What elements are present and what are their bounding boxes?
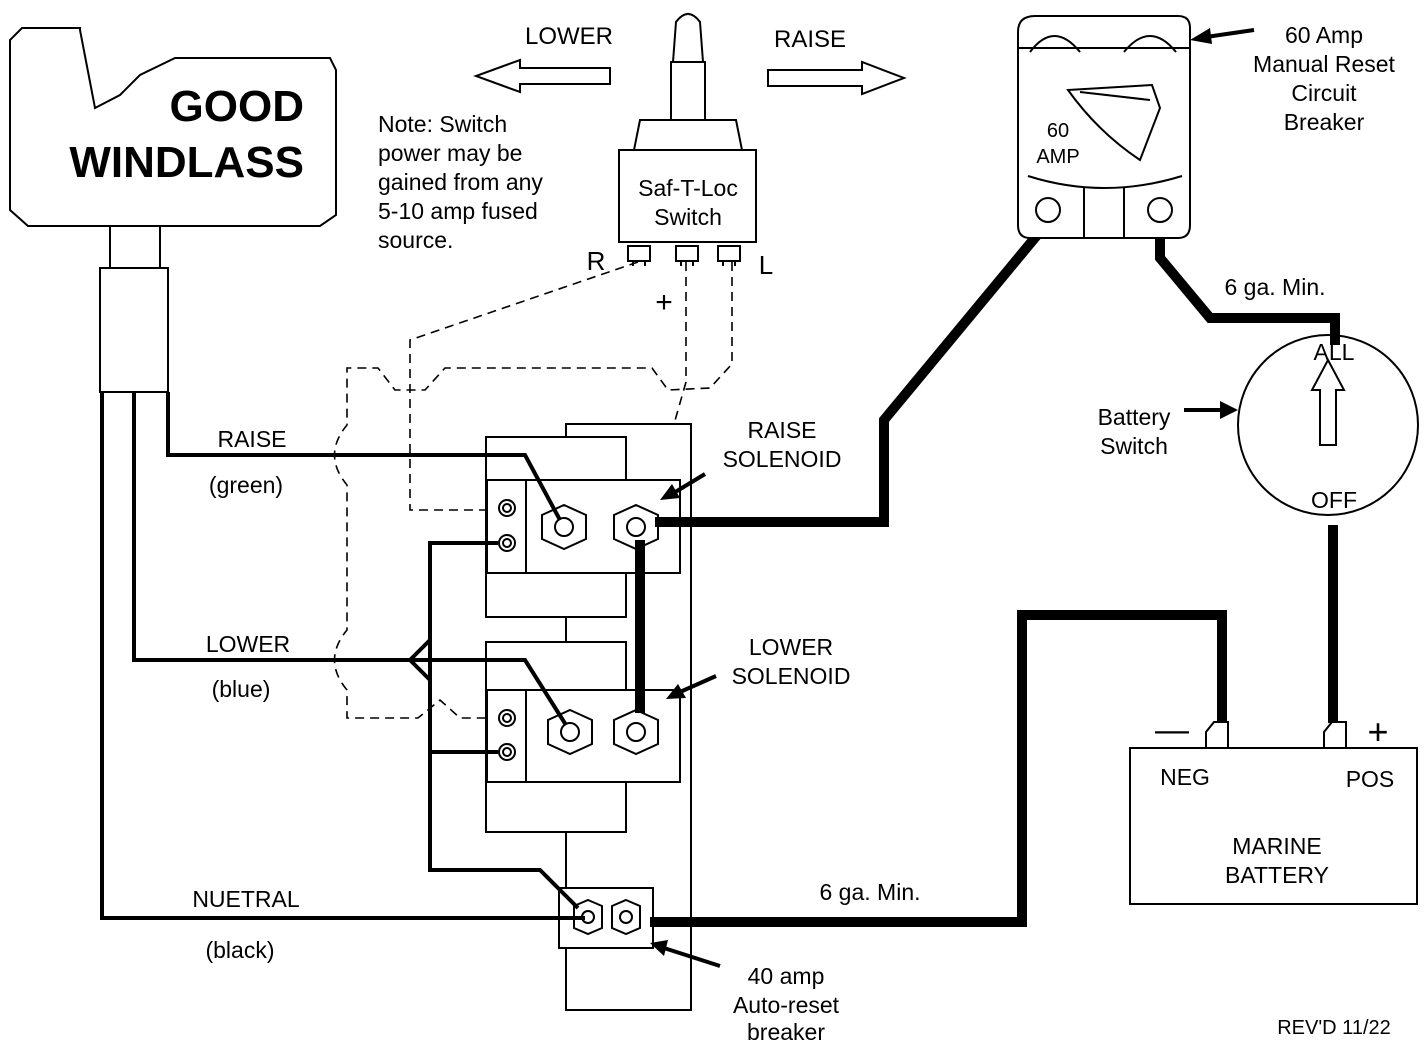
note-line-2: power may be <box>378 140 522 166</box>
note-line-4: 5-10 amp fused <box>378 198 538 224</box>
raise-solenoid-label-line1: RAISE <box>747 417 816 443</box>
breaker60-label-line3: Circuit <box>1291 80 1357 106</box>
power-cables <box>635 214 1340 927</box>
battery-name-line2: BATTERY <box>1225 862 1329 888</box>
battery-pos-sign: + <box>1367 711 1388 752</box>
breaker60-label-line4: Breaker <box>1284 109 1365 135</box>
lower-solenoid-label-line1: LOWER <box>749 634 833 660</box>
breaker40-label-line2: Auto-reset <box>733 992 840 1018</box>
breaker60-label-line2: Manual Reset <box>1253 51 1396 77</box>
solenoid-assembly <box>485 423 692 1011</box>
battery-switch-label-line1: Battery <box>1098 404 1171 430</box>
switch-terminal-r-label: R <box>587 246 606 276</box>
battery-switch: ALL OFF <box>1237 334 1419 516</box>
breaker40-label-line1: 40 amp <box>748 963 825 989</box>
neutral-wire-color: (black) <box>205 937 274 963</box>
battery-switch-label-line2: Switch <box>1100 433 1168 459</box>
windlass-motor: GOOD WINDLASS <box>9 27 337 393</box>
lower-arrow <box>473 58 611 94</box>
battery-switch-callout: Battery Switch <box>1098 401 1238 459</box>
raise-arrow <box>767 60 907 96</box>
switch-terminal-plus-label: + <box>655 286 673 319</box>
lower-wire-color: (blue) <box>212 676 271 702</box>
battery-switch-off: OFF <box>1311 487 1357 513</box>
raise-solenoid-label-line2: SOLENOID <box>723 446 842 472</box>
switch-name-line1: Saf-T-Loc <box>638 175 738 201</box>
raise-direction-label: RAISE <box>774 26 846 53</box>
breaker60-face-line2: AMP <box>1036 146 1079 168</box>
wire-gauge-top-label: 6 ga. Min. <box>1225 274 1326 300</box>
lower-solenoid-label-line2: SOLENOID <box>732 663 851 689</box>
windlass-title-line2: WINDLASS <box>69 138 304 187</box>
switch-name-line2: Switch <box>654 204 722 230</box>
raise-wire-label: RAISE <box>217 426 286 452</box>
raise-wire-color: (green) <box>209 472 283 498</box>
breaker40-label-line3: breaker <box>747 1019 825 1042</box>
note-line-3: gained from any <box>378 169 543 195</box>
raise-solenoid-small-terminals <box>498 499 516 552</box>
lower-solenoid-small-terminals <box>498 709 516 761</box>
lower-solenoid-left-post <box>547 708 593 756</box>
breaker60-label-line1: 60 Amp <box>1285 22 1363 48</box>
lower-wire-label: LOWER <box>206 631 290 657</box>
marine-battery: NEG POS MARINE BATTERY <box>1129 721 1418 905</box>
neutral-wire-label: NUETRAL <box>192 886 300 912</box>
saf-t-loc-switch: Saf-T-Loc Switch <box>618 13 757 266</box>
raise-solenoid-callout: RAISE SOLENOID <box>660 417 841 500</box>
battery-switch-all: ALL <box>1314 339 1355 365</box>
wire-gauge-bottom-label: 6 ga. Min. <box>820 879 921 905</box>
breaker60-callout: 60 Amp Manual Reset Circuit Breaker <box>1190 22 1396 135</box>
breaker40-callout: 40 amp Auto-reset breaker <box>650 940 840 1042</box>
switch-terminal-l-label: L <box>759 250 773 280</box>
switch-terminal-r <box>627 245 651 266</box>
battery-neg-label: NEG <box>1160 764 1210 790</box>
lower-solenoid-right-post <box>613 708 659 756</box>
note-line-5: source. <box>378 227 453 253</box>
note-line-1: Note: Switch <box>378 111 507 137</box>
switch-power-note: Note: Switch power may be gained from an… <box>378 111 543 253</box>
60-amp-circuit-breaker: 60 AMP <box>1017 15 1191 239</box>
lower-solenoid-callout: LOWER SOLENOID <box>666 634 850 699</box>
battery-pos-label: POS <box>1346 766 1395 792</box>
lower-direction-label: LOWER <box>525 23 613 50</box>
switch-terminal-l <box>717 245 741 266</box>
revision-label: REV'D 11/22 <box>1277 1017 1391 1039</box>
raise-solenoid-left-post <box>541 503 587 551</box>
battery-name-line1: MARINE <box>1232 833 1321 859</box>
switch-terminal-plus <box>675 245 699 266</box>
windlass-title-line1: GOOD <box>170 82 304 131</box>
battery-neg-sign: — <box>1155 711 1189 749</box>
breaker60-face-line1: 60 <box>1047 120 1069 142</box>
control-wiring-dashed <box>333 261 733 719</box>
motor-wires <box>100 392 585 920</box>
